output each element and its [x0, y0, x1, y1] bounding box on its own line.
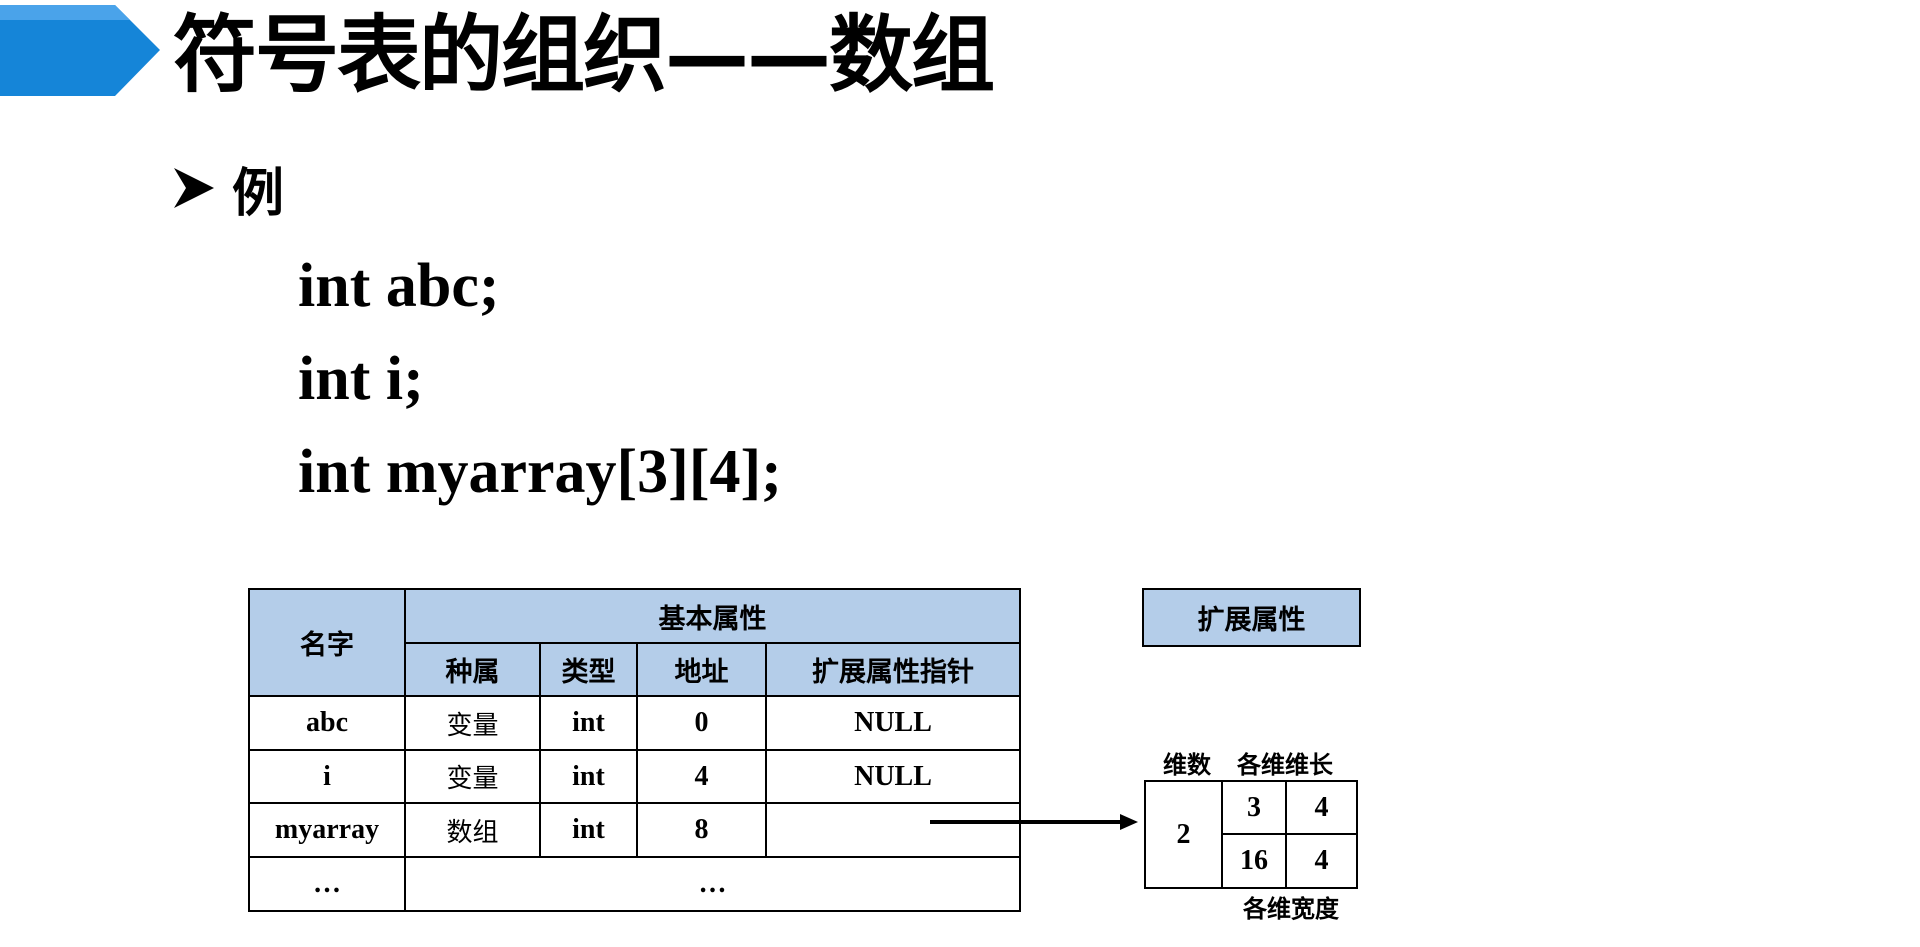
- table-header-row: 名字 基本属性: [248, 588, 1021, 697]
- table-row: i 变量 int 4 NULL: [248, 749, 1021, 804]
- cell-name: i: [248, 749, 406, 804]
- symbol-table: 名字 基本属性 种属 类型 地址 扩展属性指针 abc 变量 int 0 NUL…: [248, 588, 1021, 912]
- cell-kind: 变量: [404, 695, 541, 751]
- cell-ellipsis-rest: …: [404, 856, 1021, 912]
- cell-width: 16: [1221, 833, 1287, 889]
- cell-address: 8: [636, 802, 767, 858]
- dimension-table: 2 3 4 16 4: [1144, 780, 1358, 889]
- table-row-ellipsis: … …: [248, 856, 1021, 912]
- cell-name: abc: [248, 695, 406, 751]
- cell-kind: 变量: [404, 749, 541, 804]
- cell-ext-pointer: NULL: [765, 749, 1021, 804]
- cell-width: 4: [1285, 833, 1358, 889]
- cell-ellipsis-name: …: [248, 856, 406, 912]
- table-row: abc 变量 int 0 NULL: [248, 695, 1021, 751]
- cell-name: myarray: [248, 802, 406, 858]
- cell-address: 0: [636, 695, 767, 751]
- cell-length: 4: [1285, 780, 1358, 835]
- cell-length: 3: [1221, 780, 1287, 835]
- cell-kind: 数组: [404, 802, 541, 858]
- code-line-i: int i;: [298, 345, 424, 413]
- table-subheader-row: 种属 类型 地址 扩展属性指针: [249, 642, 1021, 697]
- bullet-item: 例: [172, 158, 284, 224]
- cell-ext-pointer: NULL: [765, 695, 1021, 751]
- arrowhead-bullet-icon: [174, 168, 214, 208]
- cell-ext-pointer: [765, 802, 1021, 858]
- code-line-myarray: int myarray[3][4];: [298, 438, 782, 506]
- bullet-label: 例: [232, 162, 285, 224]
- label-dimension-widths: 各维宽度: [1243, 894, 1339, 923]
- cell-address: 4: [636, 749, 767, 804]
- table-row: myarray 数组 int 8: [248, 802, 1021, 858]
- label-dimension-lengths: 各维维长: [1237, 750, 1333, 779]
- pointer-arrow-icon: [930, 814, 1138, 830]
- cell-type: int: [539, 749, 638, 804]
- label-dimensions: 维数: [1163, 750, 1211, 779]
- header-ext-pointer: 扩展属性指针: [765, 642, 1021, 697]
- header-kind: 种属: [404, 642, 541, 697]
- cell-type: int: [539, 695, 638, 751]
- page-title: 符号表的组织——数组: [173, 6, 995, 104]
- cell-type: int: [539, 802, 638, 858]
- extension-attributes-box: 扩展属性: [1142, 588, 1361, 647]
- title-banner-shape: [0, 5, 160, 96]
- header-type: 类型: [539, 642, 638, 697]
- header-address: 地址: [636, 642, 767, 697]
- code-line-abc: int abc;: [298, 252, 500, 320]
- cell-dimension-count: 2: [1144, 780, 1223, 889]
- header-basic-attributes: 基本属性: [404, 588, 1021, 644]
- header-name: 名字: [248, 588, 406, 697]
